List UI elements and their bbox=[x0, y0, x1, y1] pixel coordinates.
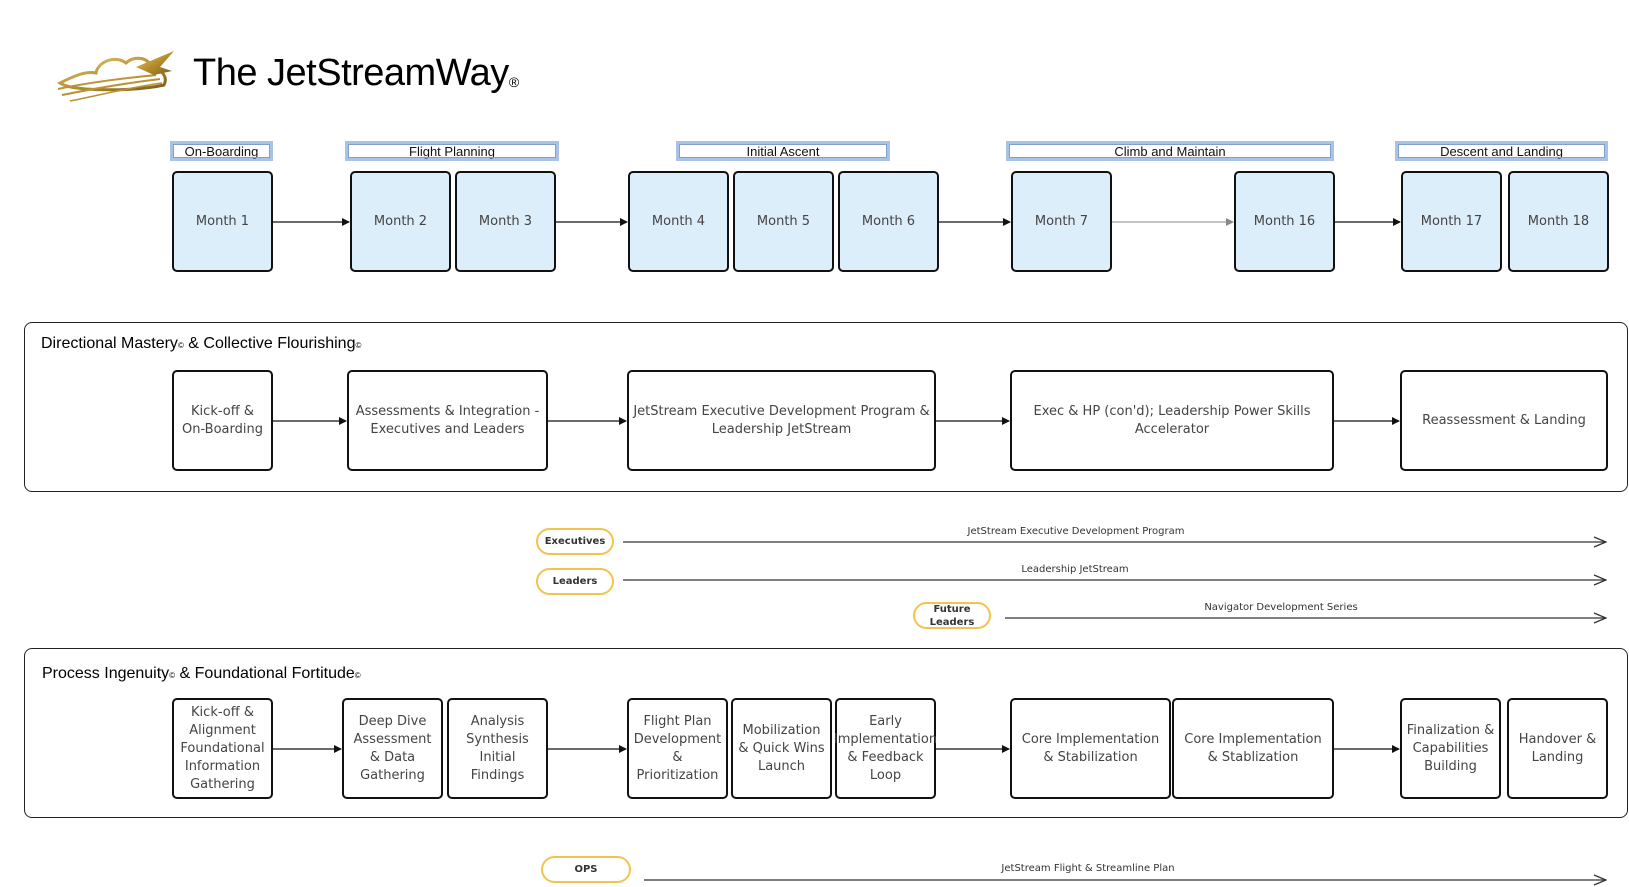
month-label: Month 17 bbox=[1420, 214, 1483, 229]
month-box: Month 5 bbox=[733, 171, 834, 272]
month-label: Month 1 bbox=[195, 214, 250, 229]
step-box: Deep Dive Assessment & Data Gathering bbox=[342, 698, 443, 799]
directional-mastery-title: Directional Mastery© & Collective Flouri… bbox=[41, 335, 361, 353]
phase-climb-and-maintain: Climb and Maintain bbox=[1006, 141, 1334, 161]
month-box: Month 17 bbox=[1401, 171, 1502, 272]
track-label: Navigator Development Series bbox=[1204, 602, 1358, 613]
process-ingenuity-title: Process Ingenuity© & Foundational Fortit… bbox=[42, 665, 361, 683]
step-box: Reassessment & Landing bbox=[1400, 370, 1608, 471]
month-box: Month 7 bbox=[1011, 171, 1112, 272]
step-label: Deep Dive Assessment & Data Gathering bbox=[353, 713, 432, 783]
copyright-mark: © bbox=[354, 671, 361, 680]
month-label: Month 6 bbox=[861, 214, 916, 229]
phase-initial-ascent: Initial Ascent bbox=[676, 141, 890, 161]
step-label: Kick-off & Alignment Foundational Inform… bbox=[180, 704, 265, 792]
pill-label: Future Leaders bbox=[929, 603, 975, 628]
month-label: Month 4 bbox=[651, 214, 706, 229]
ops-pill: OPS bbox=[541, 856, 631, 883]
step-label: Early Implementation & Feedback Loop bbox=[833, 713, 938, 783]
month-label: Month 5 bbox=[756, 214, 811, 229]
step-box: Core Implementation & Stabilization bbox=[1010, 698, 1171, 799]
step-label: JetStream Executive Development Program … bbox=[633, 403, 930, 437]
month-box: Month 16 bbox=[1234, 171, 1335, 272]
phase-label: Flight Planning bbox=[409, 143, 495, 159]
jet-cloud-logo-icon bbox=[57, 51, 174, 102]
month-label: Month 18 bbox=[1527, 214, 1590, 229]
page-title: The JetStreamWay® bbox=[193, 52, 519, 95]
month-box: Month 3 bbox=[455, 171, 556, 272]
month-label: Month 16 bbox=[1253, 214, 1316, 229]
track-pill-leaders: Leaders bbox=[536, 568, 614, 595]
month-label: Month 7 bbox=[1034, 214, 1089, 229]
track-pill-executives: Executives bbox=[536, 528, 614, 555]
step-label: Exec & HP (con'd); Leadership Power Skil… bbox=[1033, 403, 1311, 437]
track-label: JetStream Executive Development Program bbox=[967, 526, 1185, 537]
step-label: Assessments & Integration - Executives a… bbox=[355, 403, 540, 437]
step-label: Core Implementation & Stabilization bbox=[1021, 731, 1160, 765]
month-label: Month 2 bbox=[373, 214, 428, 229]
track-label: Leadership JetStream bbox=[1021, 564, 1129, 575]
step-label: Reassessment & Landing bbox=[1422, 412, 1586, 428]
step-box: Exec & HP (con'd); Leadership Power Skil… bbox=[1010, 370, 1334, 471]
step-label: Analysis Synthesis Initial Findings bbox=[466, 713, 529, 783]
phase-label: Initial Ascent bbox=[746, 143, 820, 159]
month-box: Month 4 bbox=[628, 171, 729, 272]
step-label: Flight Plan Development & Prioritization bbox=[633, 713, 722, 783]
panel-title-part2: & Foundational Fortitude bbox=[175, 665, 355, 682]
registered-mark: ® bbox=[508, 74, 519, 90]
panel-title-part1: Process Ingenuity bbox=[42, 665, 170, 682]
step-box: Assessments & Integration - Executives a… bbox=[347, 370, 548, 471]
phase-flight-planning: Flight Planning bbox=[345, 141, 559, 161]
month-box: Month 2 bbox=[350, 171, 451, 272]
pill-label: Leaders bbox=[552, 575, 598, 587]
step-box: Flight Plan Development & Prioritization bbox=[627, 698, 728, 799]
step-box: JetStream Executive Development Program … bbox=[627, 370, 936, 471]
phase-label: On-Boarding bbox=[184, 143, 259, 159]
step-box: Analysis Synthesis Initial Findings bbox=[447, 698, 548, 799]
panel-title-part2: & Collective Flourishing bbox=[183, 335, 356, 352]
copyright-mark: © bbox=[355, 341, 362, 350]
step-box: Finalization & Capabilities Building bbox=[1400, 698, 1501, 799]
step-box: Kick-off & Alignment Foundational Inform… bbox=[172, 698, 273, 799]
step-label: Finalization & Capabilities Building bbox=[1406, 722, 1495, 774]
month-label: Month 3 bbox=[478, 214, 533, 229]
phase-label: Descent and Landing bbox=[1440, 143, 1563, 159]
page-title-text: The JetStreamWay bbox=[193, 52, 509, 94]
month-box: Month 6 bbox=[838, 171, 939, 272]
track-label: JetStream Flight & Streamline Plan bbox=[1001, 863, 1175, 874]
month-box: Month 1 bbox=[172, 171, 273, 272]
track-pill-future-leaders: Future Leaders bbox=[913, 602, 991, 629]
step-label: Mobilization & Quick Wins Launch bbox=[738, 722, 825, 774]
phase-descent-and-landing: Descent and Landing bbox=[1395, 141, 1608, 161]
step-label: Kick-off & On-Boarding bbox=[181, 403, 263, 437]
step-label: Handover & Landing bbox=[1518, 731, 1597, 765]
step-box: Kick-off & On-Boarding bbox=[172, 370, 273, 471]
panel-title-part1: Directional Mastery bbox=[41, 335, 178, 352]
copyright-mark: © bbox=[169, 671, 176, 680]
phase-onboarding: On-Boarding bbox=[170, 141, 273, 161]
step-box: Early Implementation & Feedback Loop bbox=[833, 698, 938, 799]
phase-label: Climb and Maintain bbox=[1114, 143, 1226, 159]
step-label: Core Implementation & Stablization bbox=[1184, 731, 1322, 765]
step-box: Core Implementation & Stablization bbox=[1172, 698, 1334, 799]
step-box: Mobilization & Quick Wins Launch bbox=[731, 698, 832, 799]
pill-label: Executives bbox=[544, 535, 606, 547]
step-box: Handover & Landing bbox=[1507, 698, 1608, 799]
month-box: Month 18 bbox=[1508, 171, 1609, 272]
pill-label: OPS bbox=[574, 863, 598, 875]
copyright-mark: © bbox=[177, 341, 184, 350]
